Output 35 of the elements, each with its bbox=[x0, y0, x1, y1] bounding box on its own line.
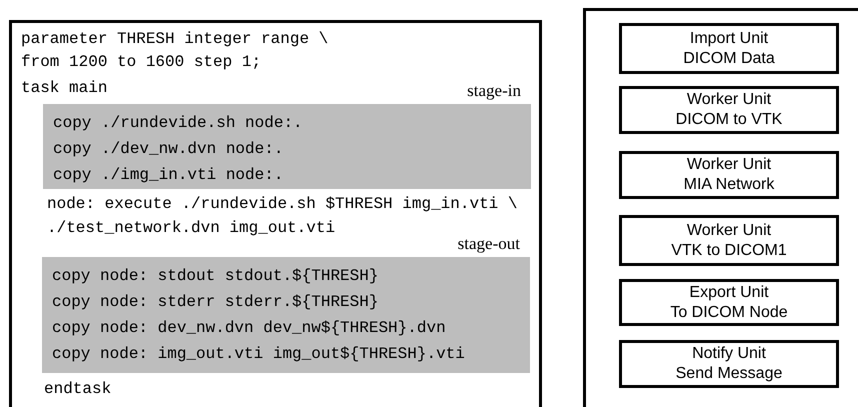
code-line: copy ./rundevide.sh node:. bbox=[53, 115, 304, 131]
unit-label: DICOM Data bbox=[683, 48, 775, 68]
unit-label: Notify Unit bbox=[692, 344, 766, 364]
code-line: endtask bbox=[44, 381, 112, 397]
unit-box bbox=[619, 86, 839, 134]
unit-label: Send Message bbox=[676, 364, 782, 384]
unit-label: Import Unit bbox=[690, 28, 768, 48]
unit-box bbox=[619, 151, 839, 199]
code-line: copy ./dev_nw.dvn node:. bbox=[53, 141, 284, 157]
unit-label: Export Unit bbox=[689, 282, 769, 302]
unit-box bbox=[619, 215, 839, 266]
code-line: parameter THRESH integer range \ bbox=[21, 31, 328, 47]
code-line: copy node: img_out.vti img_out${THRESH}.vti bbox=[52, 346, 466, 362]
unit-box bbox=[619, 340, 839, 388]
unit-label: Worker Unit bbox=[686, 90, 772, 110]
unit-label: MIA Network bbox=[684, 175, 774, 195]
unit-label: To DICOM Node bbox=[670, 302, 788, 322]
unit-label: VTK to DICOM1 bbox=[671, 240, 787, 260]
unit-box bbox=[619, 279, 839, 326]
code-line: node: execute ./rundevide.sh $THRESH img_in.vti \ bbox=[47, 196, 518, 212]
units-panel bbox=[583, 8, 858, 407]
code-line: ./test_network.dvn img_out.vti bbox=[47, 220, 336, 236]
stage-label: stage-out bbox=[458, 235, 520, 252]
stage-label: stage-in bbox=[467, 82, 521, 99]
unit-label: Worker Unit bbox=[686, 220, 772, 240]
code-line: copy node: stdout stdout.${THRESH} bbox=[52, 268, 380, 284]
code-line: copy node: dev_nw.dvn dev_nw${THRESH}.dvn bbox=[52, 320, 447, 336]
code-line: from 1200 to 1600 step 1; bbox=[21, 54, 262, 70]
unit-label: DICOM to VTK bbox=[676, 110, 782, 130]
unit-label: Worker Unit bbox=[686, 155, 772, 175]
unit-box bbox=[619, 23, 839, 74]
code-line: copy node: stderr stderr.${THRESH} bbox=[52, 294, 380, 310]
code-line: copy ./img_in.vti node:. bbox=[53, 167, 284, 183]
script-panel bbox=[9, 20, 542, 407]
code-line: task main bbox=[21, 80, 108, 96]
